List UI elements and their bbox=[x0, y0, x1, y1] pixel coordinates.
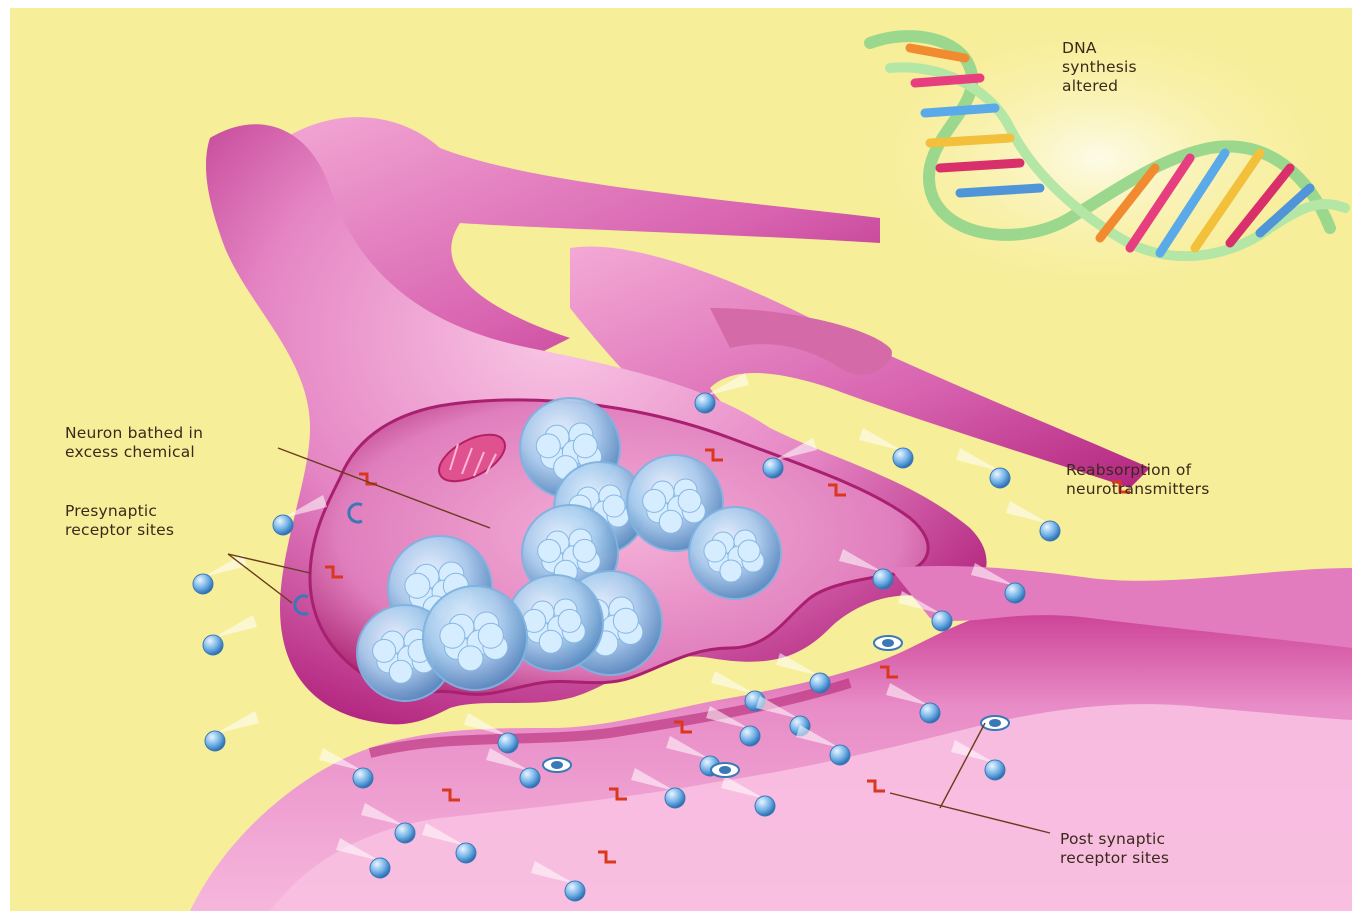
neurotransmitter-particle bbox=[370, 858, 390, 878]
neurotransmitter-particle bbox=[695, 393, 715, 413]
synapse-artwork bbox=[10, 8, 1352, 911]
vesicle-content bbox=[704, 540, 726, 562]
presynaptic-label-line-1: Presynaptic bbox=[65, 502, 174, 521]
vesicle-content bbox=[659, 510, 682, 533]
vesicle-content bbox=[373, 639, 396, 662]
neurotransmitter-particle bbox=[273, 515, 293, 535]
postsynaptic-label-line-1: Post synaptic bbox=[1060, 830, 1169, 849]
synapse-illustration: DNA synthesis altered Neuron bathed in e… bbox=[10, 8, 1352, 911]
neurotransmitter-particle bbox=[205, 731, 225, 751]
neurotransmitter-particle bbox=[565, 881, 585, 901]
neurotransmitter-particle bbox=[990, 468, 1010, 488]
receptor-channel-core bbox=[719, 766, 731, 774]
neurotransmitter-particle bbox=[498, 733, 518, 753]
neurotransmitter-particle bbox=[353, 768, 373, 788]
neurotransmitter-particle bbox=[985, 760, 1005, 780]
vesicle-content bbox=[536, 434, 560, 458]
vesicle-content bbox=[478, 623, 503, 648]
dna-label-line-1: DNA bbox=[1062, 39, 1137, 58]
dna-base-pair bbox=[930, 138, 1010, 143]
neurotransmitter-particle bbox=[520, 768, 540, 788]
vesicle-content bbox=[558, 609, 581, 632]
dna-base-pair bbox=[925, 108, 995, 113]
vesicle-content bbox=[603, 495, 625, 517]
vesicle-content bbox=[539, 630, 562, 653]
neuron-label-line-2: excess chemical bbox=[65, 443, 203, 462]
neurotransmitter-particle bbox=[920, 703, 940, 723]
receptor-channel-core bbox=[882, 639, 894, 647]
neurotransmitter-particle bbox=[755, 796, 775, 816]
dna-base-pair bbox=[960, 188, 1040, 193]
receptor-channel-core bbox=[989, 719, 1001, 727]
neurotransmitter-particle bbox=[873, 569, 893, 589]
neurotransmitter-particle bbox=[1040, 521, 1060, 541]
neurotransmitter-particle bbox=[740, 726, 760, 746]
neurotransmitter-particle bbox=[830, 745, 850, 765]
postsynaptic-label: Post synaptic receptor sites bbox=[1060, 830, 1169, 868]
neuron-bathed-label: Neuron bathed in excess chemical bbox=[65, 424, 203, 462]
neuron-label-line-1: Neuron bathed in bbox=[65, 424, 203, 443]
neurotransmitter-particle bbox=[1005, 583, 1025, 603]
neurotransmitter-particle bbox=[810, 673, 830, 693]
vesicle-content bbox=[389, 660, 412, 683]
vesicle-content bbox=[573, 539, 596, 562]
presynaptic-label-line-2: receptor sites bbox=[65, 521, 174, 540]
vesicle-content bbox=[678, 489, 701, 512]
dna-base-pair bbox=[940, 163, 1020, 168]
reabsorption-label-line-1: Reabsorption of bbox=[1066, 461, 1210, 480]
presynaptic-label: Presynaptic receptor sites bbox=[65, 502, 174, 540]
dna-base-pair bbox=[915, 78, 980, 83]
vesicle-content bbox=[573, 434, 597, 458]
neurotransmitter-particle bbox=[193, 574, 213, 594]
receptor-channel-core bbox=[551, 761, 563, 769]
vesicle-content bbox=[738, 540, 760, 562]
reabsorption-label-line-2: neurotransmitters bbox=[1066, 480, 1210, 499]
neurotransmitter-particle bbox=[665, 788, 685, 808]
dna-label-line-2: synthesis bbox=[1062, 58, 1137, 77]
vesicle-content bbox=[538, 539, 561, 562]
vesicle-content bbox=[458, 646, 483, 671]
dna-synthesis-label: DNA synthesis altered bbox=[1062, 39, 1137, 96]
vesicle-content bbox=[720, 560, 742, 582]
neurotransmitter-particle bbox=[893, 448, 913, 468]
neurotransmitter-particle bbox=[456, 843, 476, 863]
vesicle-content bbox=[440, 623, 465, 648]
vesicle-content bbox=[405, 573, 430, 598]
neurotransmitter-particle bbox=[203, 635, 223, 655]
vesicle-content bbox=[643, 489, 666, 512]
dna-label-line-3: altered bbox=[1062, 77, 1137, 96]
postsynaptic-label-line-2: receptor sites bbox=[1060, 849, 1169, 868]
neurotransmitter-particle bbox=[932, 611, 952, 631]
reabsorption-label: Reabsorption of neurotransmitters bbox=[1066, 461, 1210, 499]
vesicle-content bbox=[613, 608, 638, 633]
neurotransmitter-particle bbox=[763, 458, 783, 478]
neurotransmitter-particle bbox=[395, 823, 415, 843]
